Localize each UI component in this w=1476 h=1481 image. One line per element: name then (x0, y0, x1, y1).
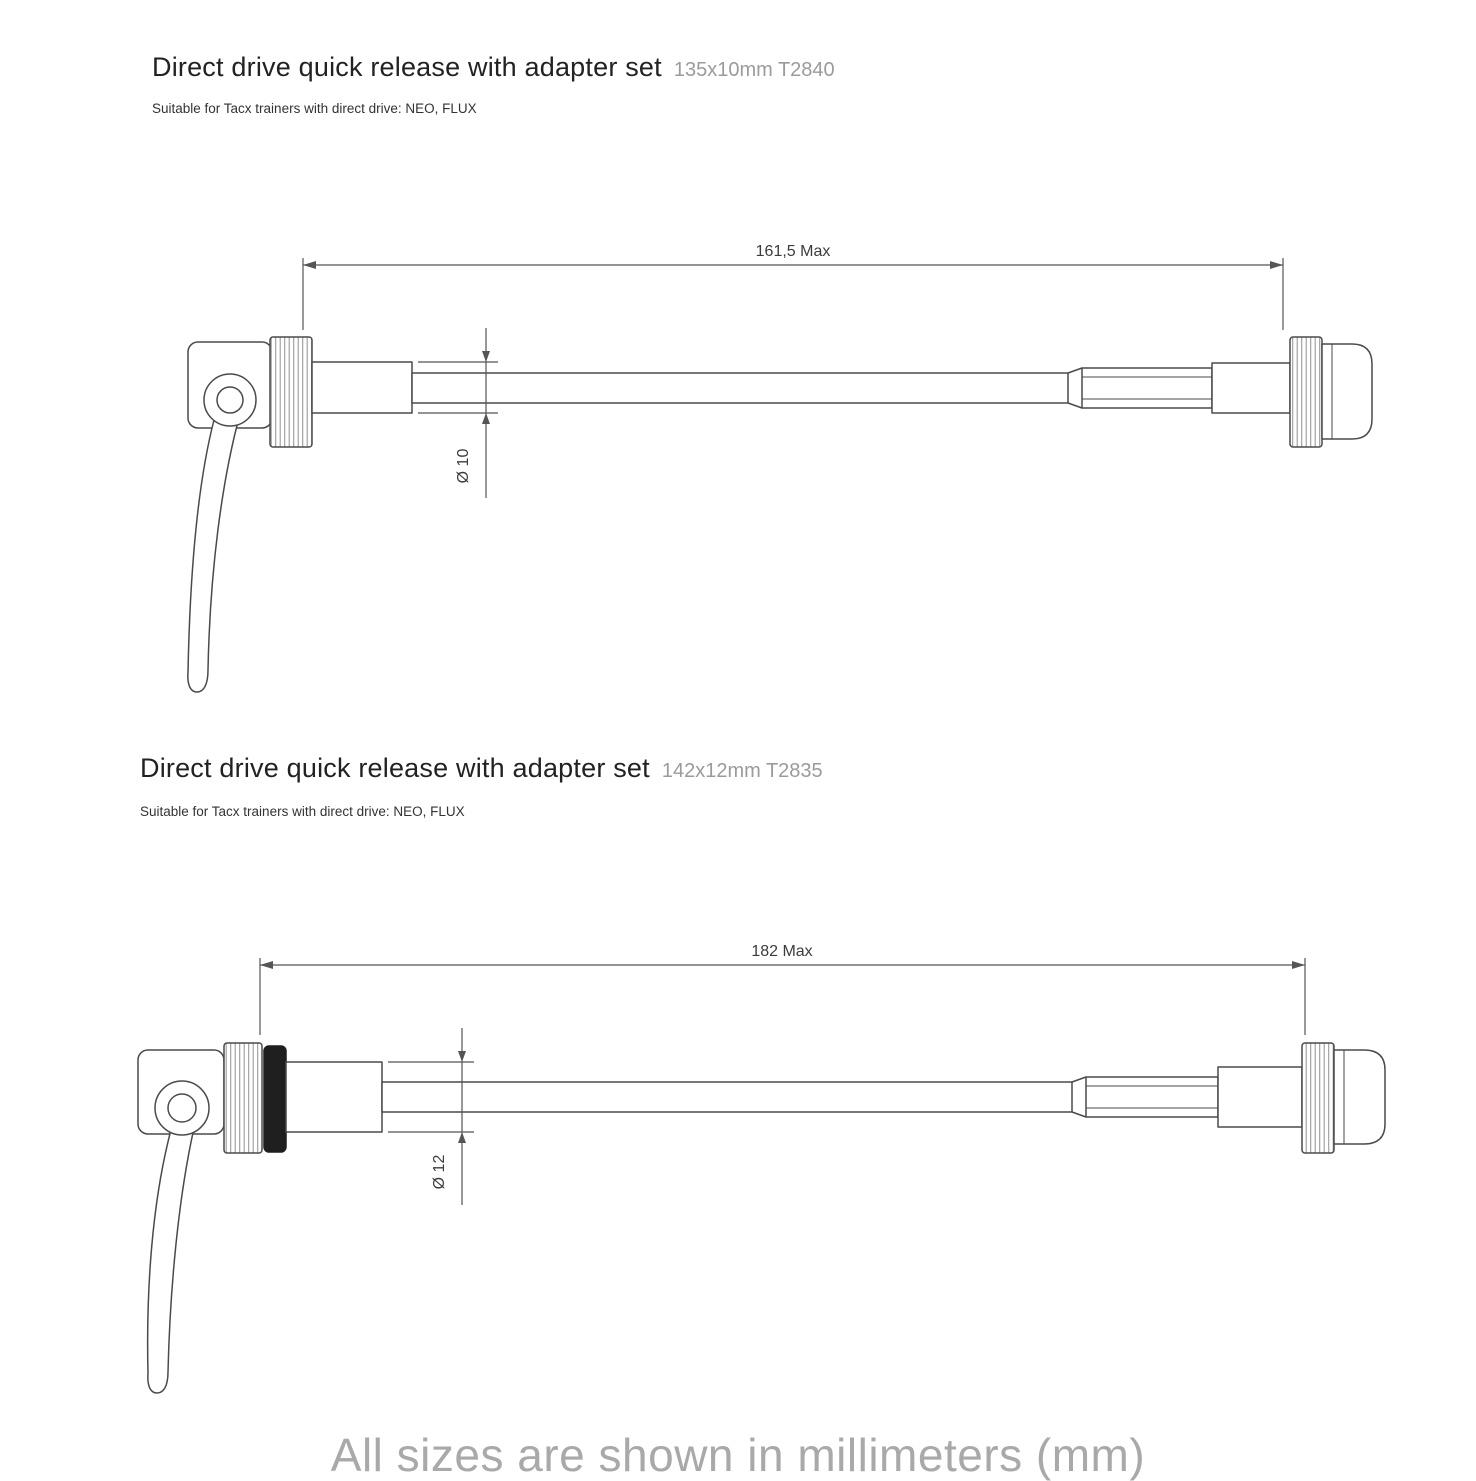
compatibility-note-1: Suitable for Tacx trainers with direct d… (152, 101, 477, 116)
rubber-o-ring (263, 1045, 287, 1153)
diameter-dimension-label-2: Ø 12 (431, 1155, 448, 1190)
adjusting-nut-knurl (223, 1042, 263, 1154)
adapter-cylinder (285, 1061, 383, 1133)
arrowhead-right-icon (1292, 961, 1305, 969)
section-2-header: Direct drive quick release with adapter … (140, 753, 823, 784)
qr-lever-handle (146, 1125, 195, 1394)
arrowhead-down-icon (458, 1051, 466, 1062)
qr-lever-pivot-inner (167, 1093, 197, 1123)
product-variant-code-1: 135x10mm T2840 (673, 59, 835, 81)
product-variant-code-2: 142x12mm T2835 (661, 760, 823, 782)
qr-skewer-diagram-135x10: 161,5 Max Ø 10 (187, 243, 1373, 693)
length-dimension-label-1: 161,5 Max (756, 243, 831, 260)
arrowhead-up-icon (482, 413, 490, 424)
qr-skewer-2 (137, 1042, 1386, 1394)
units-footer-note: All sizes are shown in millimeters (mm) (330, 1429, 1146, 1481)
product-title-2: Direct drive quick release with adapter … (140, 753, 650, 783)
compatibility-note-2: Suitable for Tacx trainers with direct d… (140, 804, 465, 819)
arrowhead-down-icon (482, 351, 490, 362)
arrowhead-left-icon (303, 261, 316, 269)
end-knurled-ring (1289, 336, 1323, 448)
axle-rod (381, 1081, 1073, 1113)
diameter-dimension-label-1: Ø 10 (455, 449, 472, 484)
arrowhead-left-icon (260, 961, 273, 969)
product-title-1: Direct drive quick release with adapter … (152, 52, 662, 82)
section-1-header: Direct drive quick release with adapter … (152, 52, 835, 83)
qr-skewer-diagram-142x12: 182 Max Ø 12 (137, 943, 1386, 1394)
qr-lever-pivot-inner (216, 386, 244, 414)
hex-section (1081, 367, 1213, 409)
hex-section (1085, 1076, 1219, 1118)
end-knurled-ring (1301, 1042, 1335, 1154)
hex-chamfer-top (1071, 1076, 1087, 1083)
length-dimension-2 (259, 958, 1306, 1035)
length-dimension-1 (302, 258, 1284, 330)
hex-chamfer-bottom (1067, 402, 1083, 409)
axle-rod (411, 372, 1069, 404)
end-adapter-cylinder (1211, 362, 1291, 414)
adjusting-nut-knurl (269, 336, 313, 448)
end-cap (1333, 1049, 1386, 1145)
length-dimension-label-2: 182 Max (751, 943, 812, 960)
qr-lever-handle (187, 413, 241, 693)
end-cap (1321, 343, 1373, 440)
adapter-cylinder (311, 361, 413, 414)
arrowhead-up-icon (458, 1132, 466, 1143)
hex-chamfer-bottom (1071, 1111, 1087, 1118)
arrowhead-right-icon (1270, 261, 1283, 269)
qr-skewer-1 (187, 336, 1373, 693)
hex-chamfer-top (1067, 367, 1083, 374)
end-adapter-cylinder (1217, 1066, 1303, 1128)
